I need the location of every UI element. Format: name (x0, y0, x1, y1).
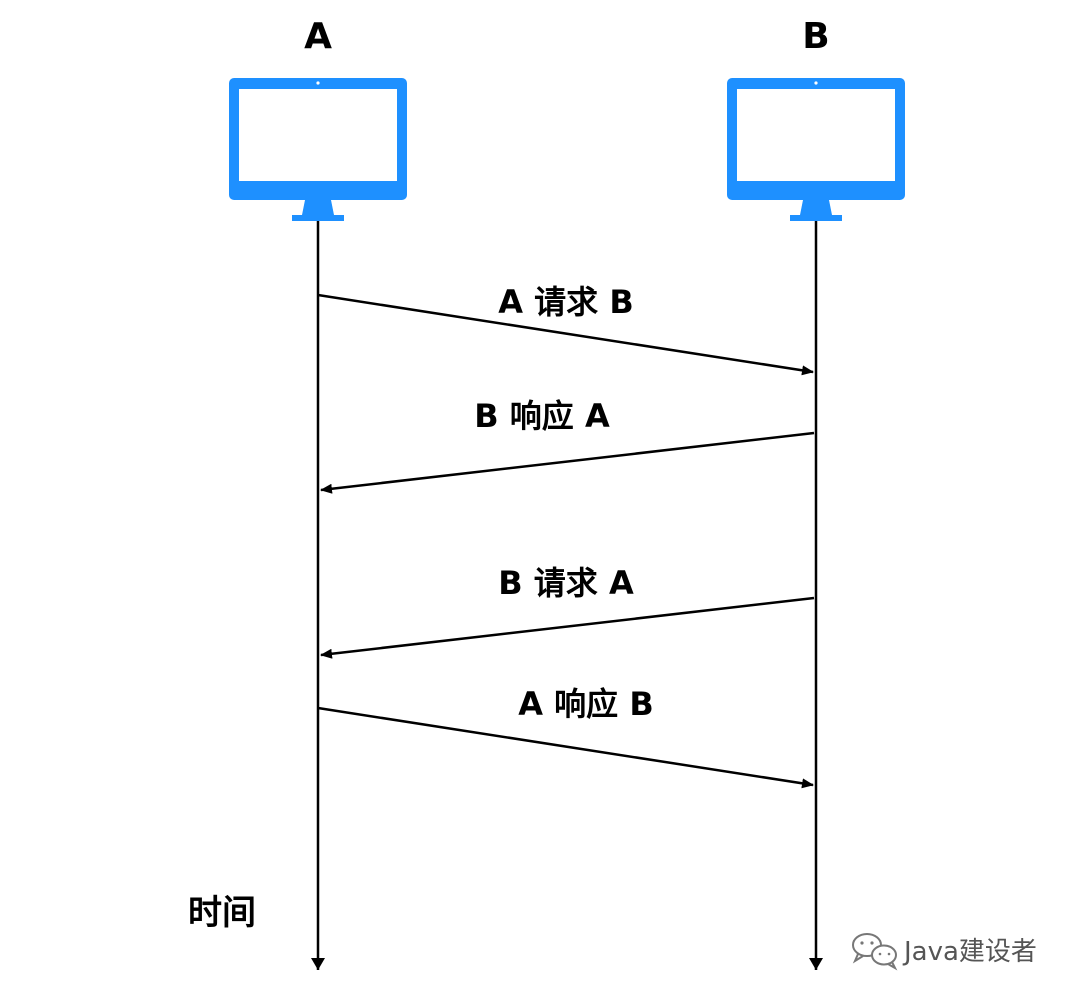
node-b-label: B (802, 16, 829, 57)
message-label-2: B 响应 A (474, 397, 610, 435)
message-arrow-3 (320, 596, 815, 659)
monitor-a-icon (229, 78, 407, 221)
time-axis-label: 时间 (188, 893, 256, 933)
monitor-b-icon (727, 78, 905, 221)
message-arrow-1 (317, 293, 814, 376)
wechat-icon (852, 933, 898, 971)
watermark-text: Java建设者 (902, 937, 1037, 967)
message-arrow-2 (320, 431, 815, 494)
message-arrow-4 (317, 706, 814, 789)
message-label-4: A 响应 B (518, 685, 653, 723)
node-a-label: A (304, 16, 332, 57)
message-label-1: A 请求 B (498, 283, 633, 321)
message-label-3: B 请求 A (498, 564, 634, 602)
watermark: Java建设者 (852, 933, 1037, 971)
